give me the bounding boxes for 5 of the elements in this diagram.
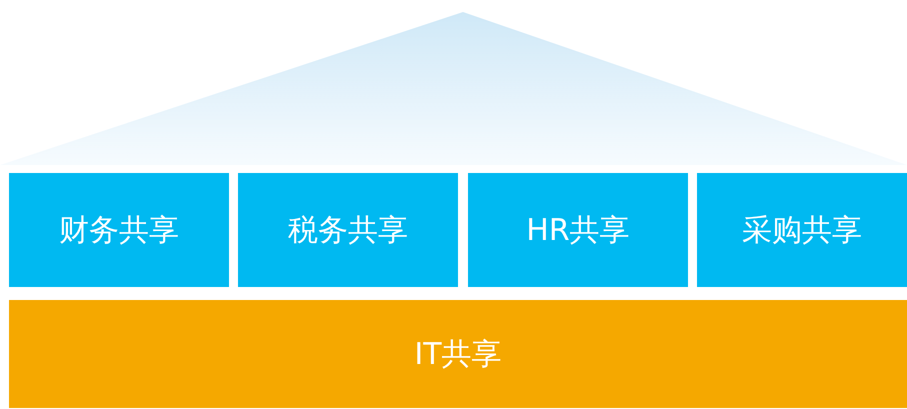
module-box: 税务共享 xyxy=(238,173,458,287)
module-box: 采购共享 xyxy=(697,173,907,287)
module-box: IT共享 xyxy=(9,300,907,408)
module-box: 财务共享 xyxy=(9,173,229,287)
module-box: HR共享 xyxy=(468,173,688,287)
